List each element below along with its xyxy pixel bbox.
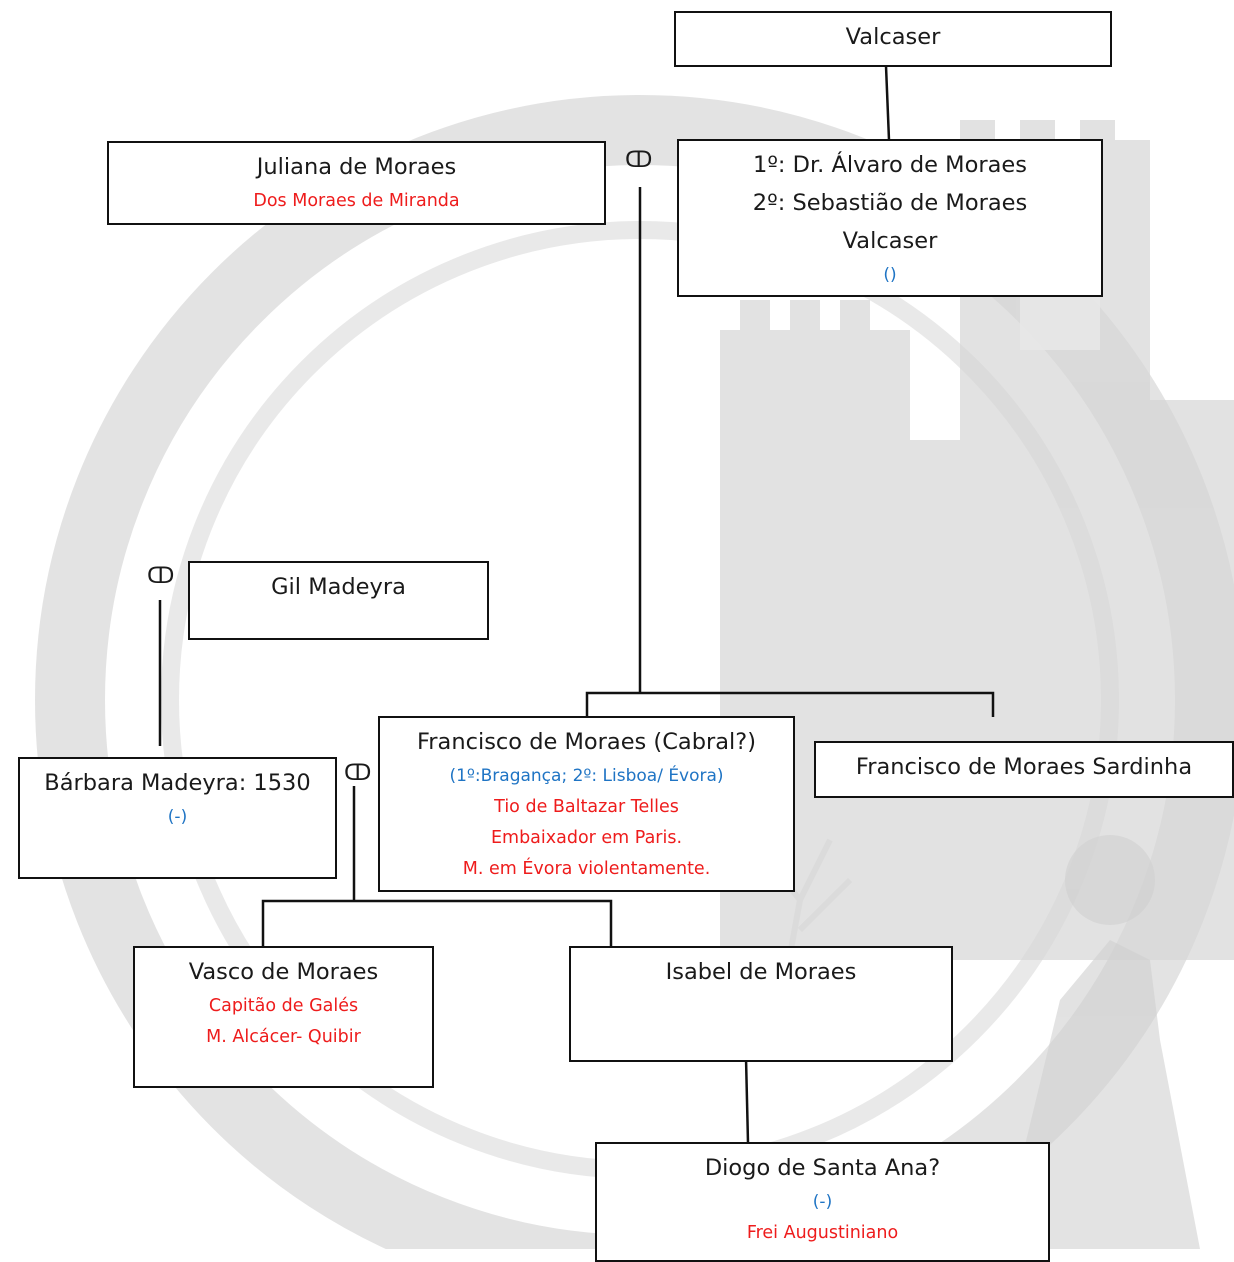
marriage-rings-icon: ↀ bbox=[147, 564, 175, 589]
person-name: Francisco de Moraes Sardinha bbox=[855, 754, 1193, 780]
person-name-line3: Valcaser bbox=[842, 228, 938, 254]
person-box-isabel: Isabel de Moraes bbox=[569, 946, 953, 1062]
person-box-francisco: Francisco de Moraes (Cabral?) (1º:Bragan… bbox=[378, 716, 795, 892]
person-name: Vasco de Moraes bbox=[188, 959, 379, 985]
person-name: Bárbara Madeyra: 1530 bbox=[44, 770, 311, 796]
person-box-diogo: Diogo de Santa Ana? (-) Frei Augustinian… bbox=[595, 1142, 1050, 1262]
marriage-rings-icon: ↀ bbox=[344, 761, 372, 786]
person-dates: (-) bbox=[812, 1192, 833, 1212]
person-note: Tio de Baltazar Telles bbox=[494, 797, 679, 817]
person-name-line2: 2º: Sebastião de Moraes bbox=[752, 190, 1028, 216]
person-box-alvaro: 1º: Dr. Álvaro de Moraes 2º: Sebastião d… bbox=[677, 139, 1103, 297]
person-note: Dos Moraes de Miranda bbox=[253, 191, 460, 211]
person-name: Gil Madeyra bbox=[271, 574, 406, 600]
person-box-gil: Gil Madeyra bbox=[188, 561, 489, 640]
person-dates: () bbox=[883, 265, 897, 285]
line-children-bracket-bottom bbox=[261, 899, 613, 946]
marriage-rings-icon: ↀ bbox=[625, 148, 653, 173]
person-name-line1: 1º: Dr. Álvaro de Moraes bbox=[753, 152, 1027, 178]
person-box-vasco: Vasco de Moraes Capitão de Galés M. Alcá… bbox=[133, 946, 434, 1088]
person-places: (1º:Bragança; 2º: Lisboa/ Évora) bbox=[449, 766, 724, 786]
person-box-juliana: Juliana de Moraes Dos Moraes de Miranda bbox=[107, 141, 606, 225]
person-note: Capitão de Galés bbox=[208, 996, 359, 1016]
person-box-valcaser: Valcaser bbox=[674, 11, 1112, 67]
person-name: Diogo de Santa Ana? bbox=[704, 1155, 941, 1181]
line-isabel-diogo bbox=[744, 1057, 750, 1144]
person-name: Juliana de Moraes bbox=[256, 154, 457, 180]
person-name: Francisco de Moraes (Cabral?) bbox=[416, 729, 757, 755]
person-box-sardinha: Francisco de Moraes Sardinha bbox=[814, 741, 1234, 798]
person-dates: (-) bbox=[167, 807, 188, 827]
line-valcaser-alvaro bbox=[884, 65, 891, 141]
line-children-bracket-top bbox=[585, 691, 995, 717]
person-name: Isabel de Moraes bbox=[665, 959, 857, 985]
person-note: M. Alcácer- Quibir bbox=[206, 1027, 361, 1047]
person-note: Embaixador em Paris. bbox=[490, 828, 683, 848]
person-note: M. em Évora violentamente. bbox=[462, 859, 711, 879]
person-box-barbara: Bárbara Madeyra: 1530 (-) bbox=[18, 757, 337, 879]
person-note: Frei Augustiniano bbox=[746, 1223, 899, 1243]
person-name: Valcaser bbox=[845, 24, 941, 50]
